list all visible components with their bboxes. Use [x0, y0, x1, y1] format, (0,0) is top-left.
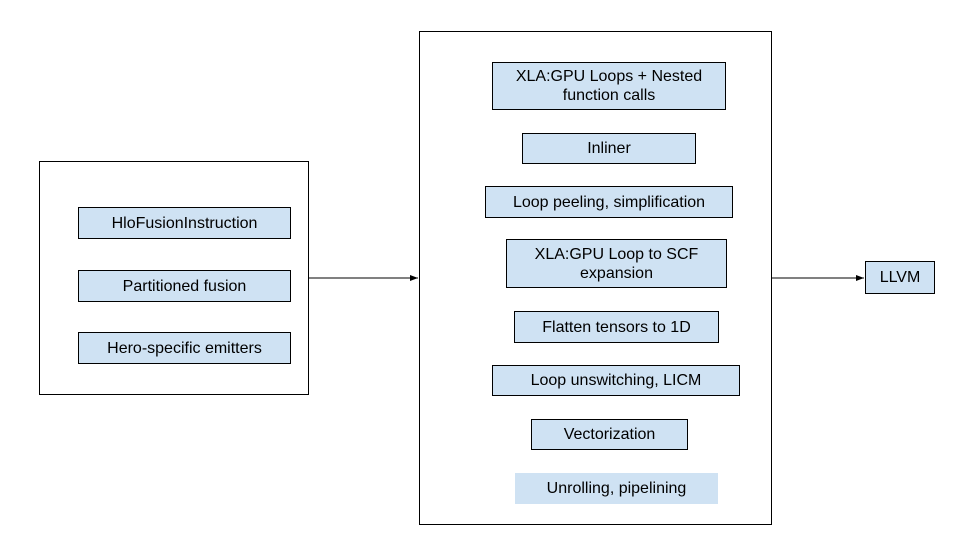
flatten-tensors-node: Flatten tensors to 1D [514, 311, 719, 343]
inliner-node: Inliner [522, 133, 696, 164]
hero-specific-emitters-node: Hero-specific emitters [78, 332, 291, 364]
vectorization-node: Vectorization [531, 419, 688, 450]
hlo-fusion-instruction-node: HloFusionInstruction [78, 207, 291, 239]
unrolling-pipelining-node: Unrolling, pipelining [515, 473, 718, 504]
xla-gpu-loops-node: XLA:GPU Loops + Nested function calls [492, 62, 726, 110]
partitioned-fusion-node: Partitioned fusion [78, 270, 291, 302]
loop-peeling-node: Loop peeling, simplification [485, 186, 733, 218]
loop-to-scf-node: XLA:GPU Loop to SCF expansion [506, 239, 727, 288]
llvm-node: LLVM [865, 261, 935, 294]
loop-unswitching-node: Loop unswitching, LICM [492, 365, 740, 396]
